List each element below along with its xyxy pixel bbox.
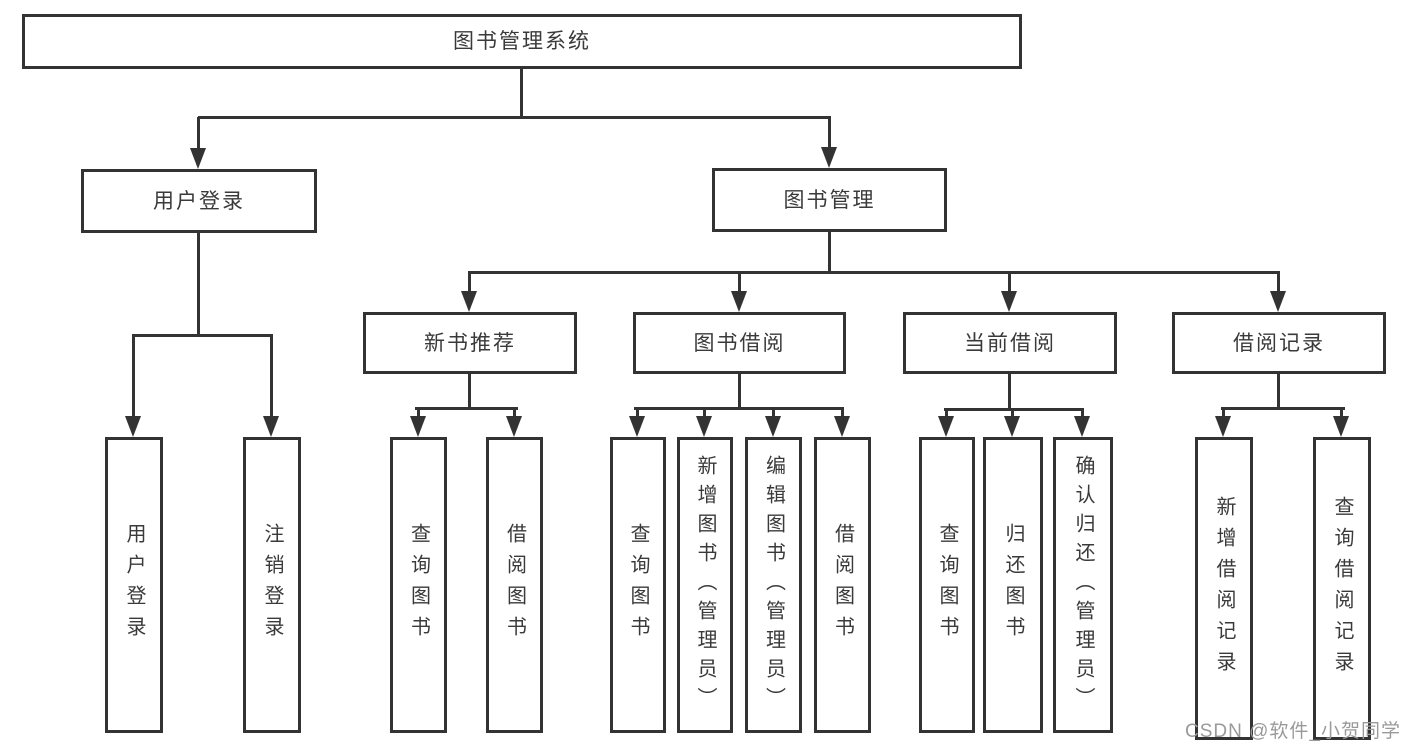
connector-current-borrow-drop	[1008, 374, 1011, 411]
arrow-to-current-query-books-icon	[938, 409, 955, 437]
leaf-recommend-borrow-books: 借阅图书	[486, 437, 543, 733]
connector-borrow-records-split	[1221, 407, 1345, 410]
arrow-to-leaf-user-login-icon	[125, 335, 142, 437]
arrow-to-borrow-query-books-icon	[629, 408, 646, 437]
arrow-to-current-borrow-icon	[1001, 272, 1018, 312]
leaf-add-book-admin: 新增图书（管理员）	[677, 437, 733, 733]
leaf-borrow-borrow-books: 借阅图书	[814, 437, 871, 733]
leaf-edit-book-admin: 编辑图书（管理员）	[745, 437, 802, 733]
arrow-to-book-borrow-icon	[731, 272, 748, 312]
arrow-to-edit-book-admin-icon	[765, 408, 782, 437]
connector-borrow-records-drop	[1277, 374, 1280, 410]
leaf-user-login: 用户登录	[105, 437, 163, 733]
node-new-book-recommend: 新书推荐	[363, 312, 577, 374]
arrow-to-new-book-recommend-icon	[461, 272, 478, 312]
connector-new-book-recommend-split	[415, 407, 518, 410]
arrow-to-add-borrow-record-icon	[1215, 408, 1232, 437]
arrow-to-query-borrow-record-icon	[1333, 408, 1350, 437]
connector-book-borrow-drop	[738, 374, 741, 410]
node-current-borrow: 当前借阅	[903, 312, 1117, 374]
connector-book-borrow-split	[634, 407, 844, 410]
connector-current-borrow-split	[944, 408, 1084, 411]
leaf-recommend-query-books: 查询图书	[390, 437, 447, 733]
arrow-to-add-book-admin-icon	[696, 408, 713, 437]
arrow-to-recommend-borrow-books-icon	[506, 408, 523, 437]
connector-book-management-drop	[828, 232, 831, 274]
arrow-to-borrow-records-icon	[1270, 272, 1287, 312]
node-borrow-records: 借阅记录	[1172, 312, 1386, 374]
leaf-return-book: 归还图书	[983, 437, 1043, 733]
connector-user-login-split	[132, 334, 273, 337]
node-book-borrow: 图书借阅	[633, 312, 846, 374]
connector-level3-split	[468, 271, 1280, 274]
leaf-confirm-return-admin: 确认归还（管理员）	[1053, 437, 1113, 733]
arrow-to-user-login-icon	[190, 117, 207, 169]
arrow-to-return-book-icon	[1004, 409, 1021, 437]
leaf-current-query-books: 查询图书	[919, 437, 975, 733]
leaf-add-borrow-record: 新增借阅记录	[1195, 437, 1253, 740]
leaf-query-borrow-record: 查询借阅记录	[1313, 437, 1371, 740]
leaf-borrow-query-books: 查询图书	[610, 437, 666, 733]
arrow-to-book-management-icon	[821, 117, 838, 168]
connector-new-book-recommend-drop	[468, 374, 471, 410]
connector-user-login-drop	[197, 233, 200, 337]
node-user-login: 用户登录	[81, 169, 317, 233]
connector-level2-split	[198, 116, 831, 119]
arrow-to-recommend-query-books-icon	[410, 408, 427, 437]
connector-root-drop	[520, 69, 523, 117]
node-book-management: 图书管理	[712, 168, 947, 232]
watermark: CSDN @软件_小贺同学	[1185, 721, 1401, 742]
arrow-to-leaf-logout-icon	[263, 335, 280, 437]
arrow-to-borrow-borrow-books-icon	[834, 408, 851, 437]
arrow-to-confirm-return-admin-icon	[1074, 409, 1091, 437]
leaf-logout: 注销登录	[243, 437, 301, 733]
node-root: 图书管理系统	[22, 14, 1022, 69]
